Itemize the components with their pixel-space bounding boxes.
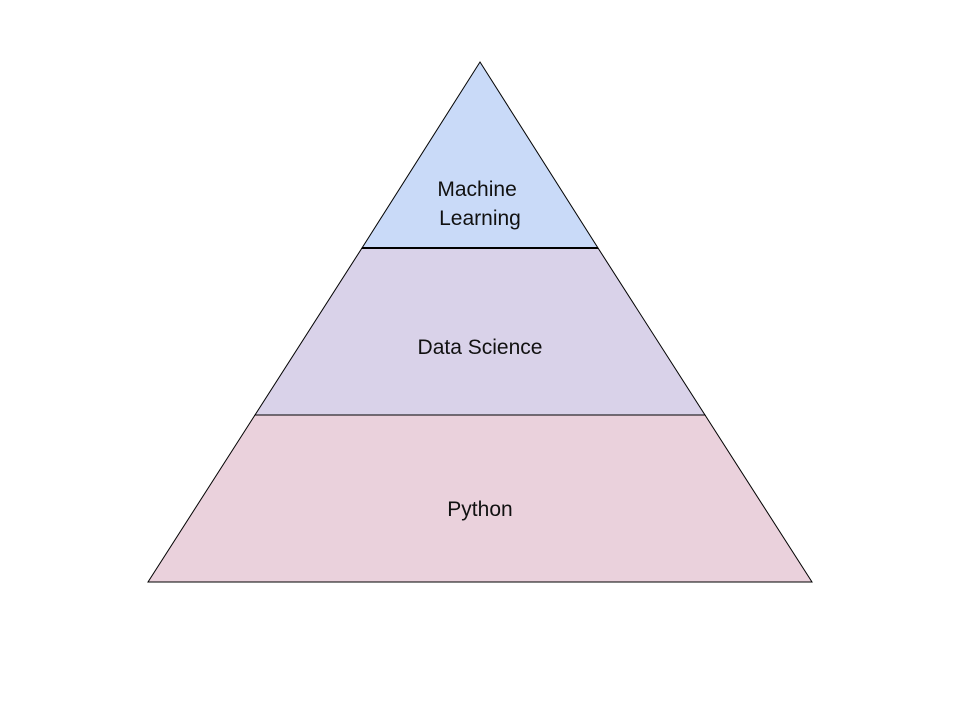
tier-python: Python [147, 414, 813, 583]
tier-machine-learning-label: Machine Learning [437, 178, 522, 230]
tier-machine-learning-label-line-2: Learning [439, 207, 521, 230]
tier-data-science-label: Data Science [418, 336, 543, 359]
tier-data-science-label-line: Data Science [418, 336, 543, 359]
tier-python-label: Python [447, 498, 512, 521]
tier-python-label-line: Python [447, 498, 512, 521]
tier-machine-learning-label-line-1: Machine [437, 178, 516, 201]
tier-data-science-shape [254, 247, 706, 416]
tier-data-science: Data Science [254, 247, 706, 416]
tier-machine-learning: Machine Learning [361, 61, 599, 249]
